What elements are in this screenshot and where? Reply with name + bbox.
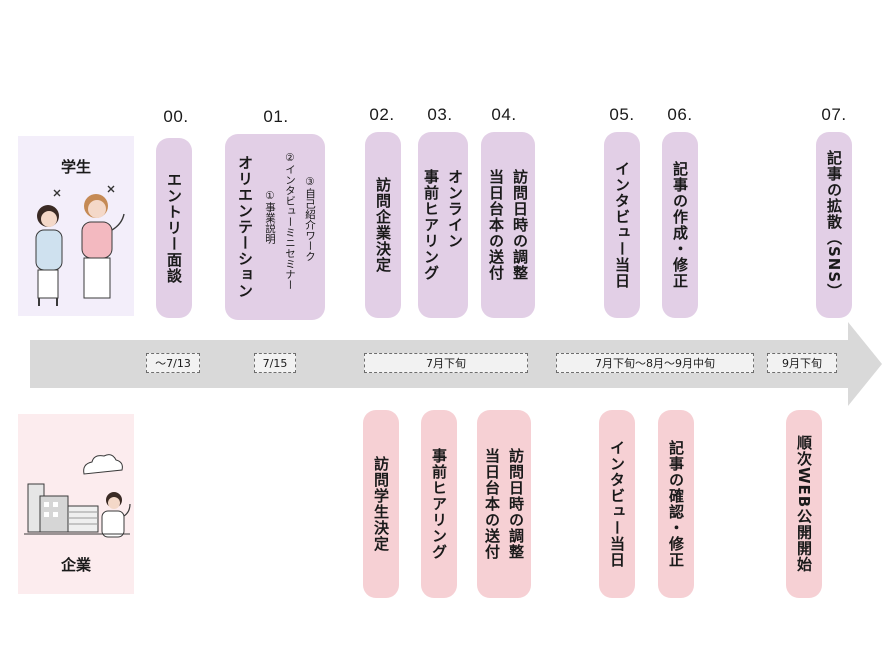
step-number-07: 07. — [821, 105, 847, 124]
timeline-date-4: 7月下旬〜8月〜9月中旬 — [556, 353, 754, 373]
company-step-1-pill: 訪問学生決定 — [363, 410, 399, 598]
step-number-01: 01. — [263, 107, 289, 126]
student-step-05-pill: インタビュー当日 — [604, 132, 640, 318]
student-role-label: 学生 — [60, 158, 91, 176]
student-panel: 学生 — [18, 136, 134, 316]
student-step-07-text: 記事の拡散（SNS） — [825, 150, 843, 300]
student-step-07-pill: 記事の拡散（SNS） — [816, 132, 852, 318]
company-step-4-pill: インタビュー当日 — [599, 410, 635, 598]
company-panel: 企業 — [18, 414, 134, 594]
step-number-02: 02. — [369, 105, 395, 124]
students-illustration — [35, 185, 125, 306]
student-step-02-text: 訪問企業決定 — [374, 177, 392, 273]
company-step-3-pill: 訪問日時の調整 当日台本の送付 — [477, 410, 531, 598]
student-step-04-pill: 訪問日時の調整 当日台本の送付 — [481, 132, 535, 318]
company-step-4-text: インタビュー当日 — [608, 440, 626, 568]
company-role-label: 企業 — [60, 556, 91, 574]
company-step-2-text: 事前ヒアリング — [430, 448, 448, 560]
student-step-01-sub-item-2: ②インタビューミニセミナー — [284, 152, 296, 290]
timeline-date-2: 7/15 — [254, 353, 296, 373]
student-step-00-text: エントリー面談 — [165, 172, 183, 284]
step-number-00: 00. — [163, 107, 189, 126]
step-number-03: 03. — [427, 105, 453, 124]
student-step-01-pill: オリエンテーション ①事業説明 ②インタビューミニセミナー ③自己紹介ワーク — [225, 134, 325, 320]
student-step-02-pill: 訪問企業決定 — [365, 132, 401, 318]
student-step-00-pill: エントリー面談 — [156, 138, 192, 318]
step-number-05: 05. — [609, 105, 635, 124]
timeline-date-3: 7月下旬 — [364, 353, 528, 373]
company-step-5-pill: 記事の確認・修正 — [658, 410, 694, 598]
student-step-05-text: インタビュー当日 — [613, 161, 631, 289]
company-step-1-text: 訪問学生決定 — [372, 456, 390, 552]
company-step-2-pill: 事前ヒアリング — [421, 410, 457, 598]
step-number-04: 04. — [491, 105, 517, 124]
company-step-6-text: 順次WEB公開開始 — [795, 435, 813, 573]
student-step-06-pill: 記事の作成・修正 — [662, 132, 698, 318]
student-step-06-text: 記事の作成・修正 — [671, 161, 689, 289]
student-step-01-sub-item-1: ①事業説明 — [264, 190, 276, 244]
timeline-date-5: 9月下旬 — [767, 353, 837, 373]
timeline-date-1: 〜7/13 — [146, 353, 200, 373]
student-step-03-pill: オンライン 事前ヒアリング — [418, 132, 468, 318]
company-step-3-text: 訪問日時の調整 当日台本の送付 — [483, 448, 525, 560]
student-step-03-text: オンライン 事前ヒアリング — [422, 169, 464, 281]
company-step-5-text: 記事の確認・修正 — [667, 440, 685, 568]
step-number-06: 06. — [667, 105, 693, 124]
student-step-04-text: 訪問日時の調整 当日台本の送付 — [487, 169, 529, 281]
student-step-01-text: オリエンテーション — [236, 155, 254, 299]
student-step-01-sub-item-3: ③自己紹介ワーク — [304, 176, 316, 262]
company-step-6-pill: 順次WEB公開開始 — [786, 410, 822, 598]
office-illustration — [24, 454, 131, 538]
